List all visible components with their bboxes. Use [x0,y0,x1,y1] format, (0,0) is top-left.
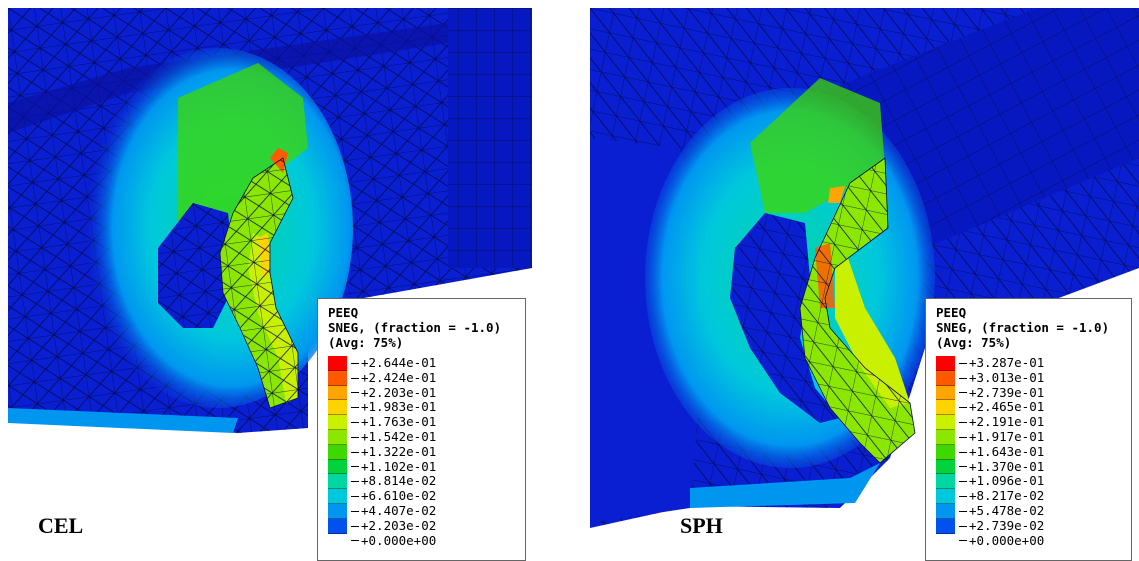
legend-level: +1.542e-01 [361,428,437,444]
legend-swatch [328,489,347,504]
cel-legend-subtitle: SNEG, (fraction = -1.0) [328,320,502,335]
legend-row: +2.424e-01 [328,369,517,386]
legend-level: +8.217e-02 [969,488,1045,504]
legend-row: +1.542e-01 [328,428,517,445]
legend-level: +1.643e-01 [969,443,1045,459]
legend-swatch [936,474,955,490]
legend-row: +1.322e-01 [328,443,517,460]
legend-row: +1.102e-01 [328,458,517,475]
legend-level: +0.000e+00 [969,532,1045,548]
sph-color-scale: +3.287e-01 +3.013e-01 +2.739e-01 +2.465e… [936,355,1123,549]
legend-swatch [328,444,347,460]
legend-row: +2.203e-02 [328,517,517,534]
sph-legend-title: PEEQ [936,305,967,320]
legend-level: +1.917e-01 [969,428,1045,444]
legend-swatch [936,415,955,430]
legend-row: +2.191e-01 [936,414,1123,430]
legend-level: +0.000e+00 [361,532,437,548]
legend-row: +3.287e-01 [936,355,1123,371]
legend-row: +2.203e-01 [328,384,517,401]
legend-swatch [936,385,955,401]
legend-swatch [328,370,347,386]
legend-level: +2.203e-02 [361,517,437,533]
legend-level: +1.763e-01 [361,414,437,430]
legend-level: +2.465e-01 [969,399,1045,415]
sph-legend: PEEQ SNEG, (fraction = -1.0) (Avg: 75%) … [925,298,1132,561]
legend-row: +1.096e-01 [936,473,1123,490]
legend-row: +8.217e-02 [936,488,1123,504]
legend-level: +1.370e-01 [969,458,1045,474]
cel-result-panel: CEL PEEQ SNEG, (fraction = -1.0) (Avg: 7… [8,8,532,561]
legend-level: +1.102e-01 [361,458,437,474]
cel-legend: PEEQ SNEG, (fraction = -1.0) (Avg: 75%) … [317,298,526,561]
legend-row: +1.917e-01 [936,428,1123,445]
legend-row: +2.644e-01 [328,355,517,371]
legend-row: +0.000e+00 [328,532,517,549]
legend-level: +1.322e-01 [361,443,437,459]
legend-level: +2.191e-01 [969,414,1045,430]
legend-row: +2.739e-02 [936,517,1123,534]
legend-row: +4.407e-02 [328,502,517,519]
sph-legend-average: (Avg: 75%) [936,335,1012,350]
legend-swatch [328,356,347,371]
legend-row: +5.478e-02 [936,502,1123,519]
cel-legend-average: (Avg: 75%) [328,335,404,350]
legend-level: +4.407e-02 [361,502,437,518]
legend-row: +0.000e+00 [936,532,1123,549]
legend-level: +2.739e-01 [969,384,1045,400]
cel-mesh-contour-plot [8,8,532,561]
legend-level: +3.287e-01 [969,355,1045,370]
legend-swatch [328,474,347,490]
sph-result-panel: SPH PEEQ SNEG, (fraction = -1.0) (Avg: 7… [590,8,1139,561]
cel-color-scale: +2.644e-01 +2.424e-01 +2.203e-01 +1.983e… [328,355,517,549]
legend-row: +8.814e-02 [328,473,517,490]
legend-swatch [936,356,955,371]
legend-swatch [328,429,347,445]
legend-level: +1.983e-01 [361,399,437,415]
legend-level: +8.814e-02 [361,473,437,489]
legend-row: +1.983e-01 [328,399,517,416]
legend-swatch [328,459,347,475]
legend-row: +1.370e-01 [936,458,1123,475]
legend-row: +2.739e-01 [936,384,1123,401]
legend-swatch [328,415,347,430]
legend-row: +6.610e-02 [328,488,517,504]
legend-level: +2.739e-02 [969,517,1045,533]
legend-swatch [328,400,347,416]
legend-swatch [328,503,347,519]
legend-level: +6.610e-02 [361,488,437,504]
legend-swatch [936,459,955,475]
legend-swatch [936,429,955,445]
legend-level: +3.013e-01 [969,369,1045,385]
cel-legend-title: PEEQ [328,305,359,320]
legend-row: +2.465e-01 [936,399,1123,416]
legend-level: +2.424e-01 [361,369,437,385]
legend-swatch [936,370,955,386]
legend-swatch [328,518,347,534]
sph-legend-subtitle: SNEG, (fraction = -1.0) [936,320,1110,335]
legend-row: +1.763e-01 [328,414,517,430]
legend-row: +1.643e-01 [936,443,1123,460]
sph-label: SPH [680,513,723,538]
legend-swatch [936,489,955,504]
sph-mesh-contour-plot [590,8,1139,561]
legend-level: +2.203e-01 [361,384,437,400]
legend-row: +3.013e-01 [936,369,1123,386]
legend-level: +2.644e-01 [361,355,437,370]
legend-swatch [936,503,955,519]
legend-swatch [936,400,955,416]
legend-swatch [936,444,955,460]
legend-level: +5.478e-02 [969,502,1045,518]
legend-level: +1.096e-01 [969,473,1045,489]
cel-label: CEL [38,513,84,538]
legend-swatch [936,518,955,534]
legend-swatch [328,385,347,401]
